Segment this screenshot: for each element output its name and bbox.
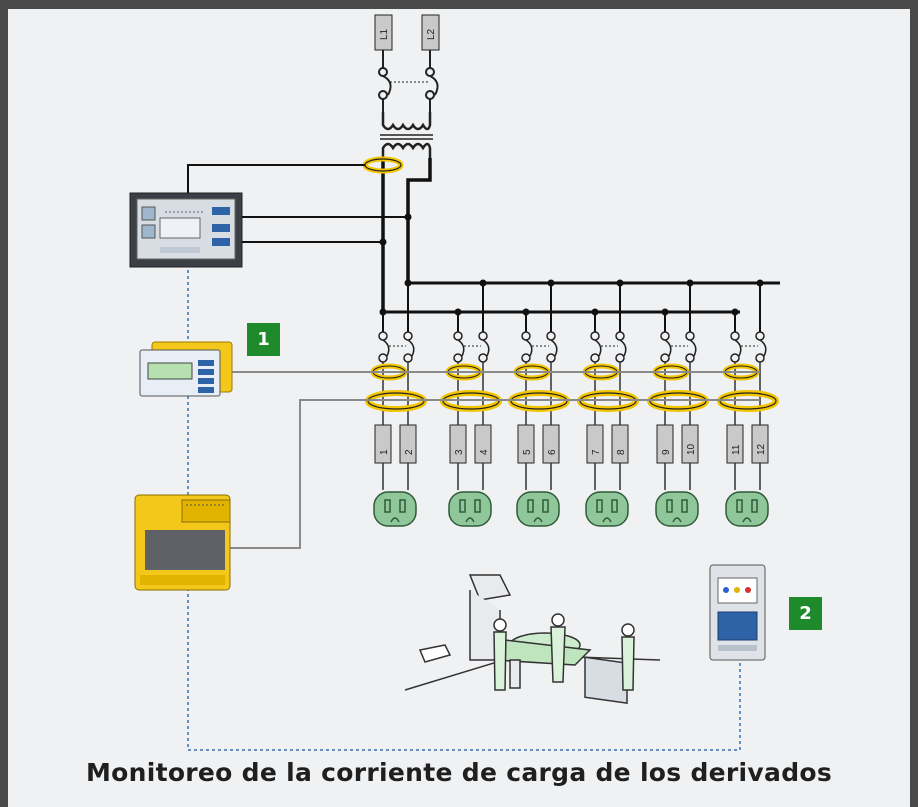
- outlet-circuit-label: 4: [479, 449, 490, 455]
- monitor-wiring: [187, 164, 408, 243]
- marker-1: 1: [247, 323, 280, 356]
- power-outlet: [655, 491, 699, 527]
- power-outlet: [373, 491, 417, 527]
- coupling-module: [134, 494, 231, 591]
- outlet-circuit-label: 7: [591, 449, 602, 455]
- supply-l2-label: L2: [426, 28, 437, 40]
- outlet-circuit-label: 3: [454, 449, 465, 455]
- power-outlet: [516, 491, 560, 527]
- power-outlet: [725, 491, 769, 527]
- branch-circuit: 9 10: [647, 279, 709, 527]
- outlet-circuit-label: 9: [661, 449, 672, 455]
- marker-2: 2: [789, 597, 822, 630]
- outlet-circuit-label: 6: [547, 449, 558, 455]
- supply-l1: L1: [374, 14, 393, 68]
- power-outlet: [585, 491, 629, 527]
- main-breaker: [378, 67, 439, 112]
- outlet-circuit-label: 12: [756, 443, 767, 455]
- outlet-circuit-label: 2: [404, 449, 415, 455]
- secondary-conductors: [381, 158, 432, 312]
- insulation-monitor-device: [129, 192, 243, 268]
- signal-lines: [228, 371, 760, 549]
- outlet-circuit-label: 8: [616, 449, 627, 455]
- outlet-circuit-label: 1: [379, 449, 390, 455]
- supply-l1-label: L1: [379, 28, 390, 40]
- power-outlet: [448, 491, 492, 527]
- diagram-title: Monitoreo de la corriente de carga de lo…: [85, 758, 833, 787]
- load-current-monitor: [139, 341, 233, 397]
- supply-l2: L2: [421, 14, 440, 68]
- isolation-transformer: [380, 112, 433, 158]
- outlet-circuit-label: 5: [522, 449, 533, 455]
- busbars: [383, 281, 780, 314]
- operating-room-illustration: [404, 574, 661, 704]
- outlet-circuit-label: 10: [686, 443, 697, 455]
- outlet-circuit-label: 11: [731, 444, 742, 455]
- branch-circuit: 11 12: [717, 279, 779, 527]
- remote-alarm-panel: [709, 564, 766, 661]
